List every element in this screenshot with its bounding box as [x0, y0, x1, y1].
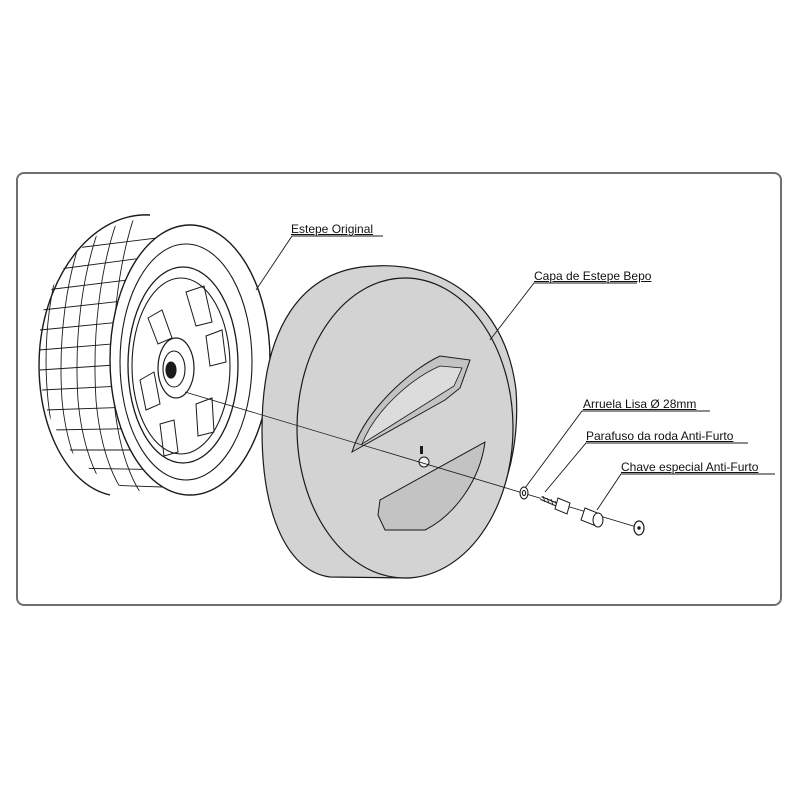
spare-wheel: [38, 214, 271, 496]
cover-emboss-bottom: [377, 441, 486, 531]
label-bolt: Parafuso da roda Anti-Furto: [586, 429, 734, 443]
spare-cover: [261, 265, 518, 579]
anti-theft-bolt: [540, 495, 571, 515]
label-washer: Arruela Lisa Ø 28mm: [583, 397, 697, 411]
label-spare-wheel: Estepe Original: [291, 222, 374, 236]
label-cover: Capa de Estepe Bepo: [534, 269, 652, 283]
cover-front-face: [296, 277, 514, 579]
anti-theft-key: [580, 507, 645, 536]
label-key: Chave especial Anti-Furto: [621, 460, 759, 474]
leader-lines: [255, 235, 775, 511]
washer: [519, 486, 529, 500]
